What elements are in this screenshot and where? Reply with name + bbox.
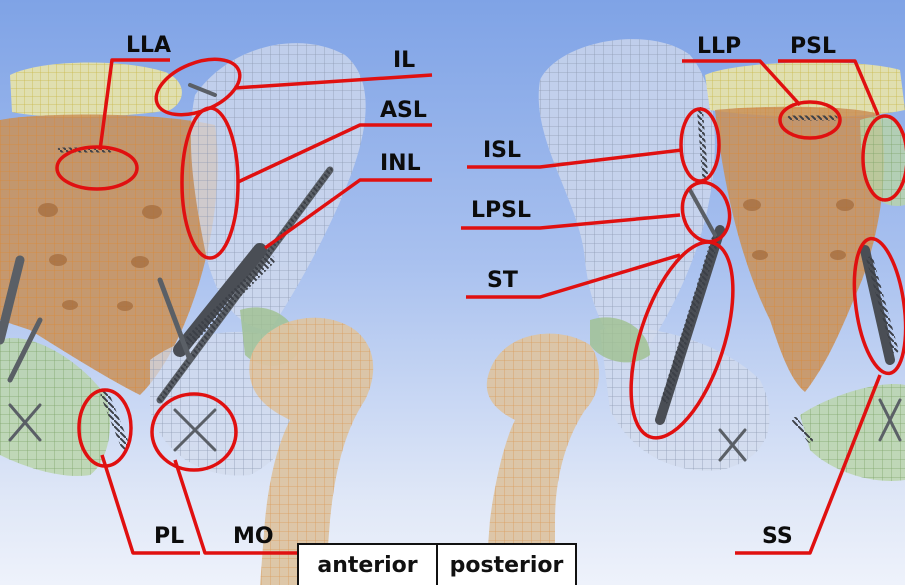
view-label-anterior: anterior [299, 545, 436, 585]
view-caption-box: anterior posterior [297, 543, 577, 585]
label-lpsl: LPSL [471, 200, 531, 222]
label-st: ST [487, 270, 518, 292]
label-inl: INL [380, 153, 421, 175]
label-lla: LLA [126, 35, 171, 57]
label-asl: ASL [380, 100, 427, 122]
label-il: IL [393, 50, 415, 72]
label-isl: ISL [483, 140, 521, 162]
label-pl: PL [154, 526, 184, 548]
label-psl: PSL [790, 36, 836, 58]
label-llp: LLP [697, 36, 741, 58]
label-ss: SS [762, 526, 793, 548]
posterior-view [485, 39, 905, 585]
anterior-view [0, 43, 373, 585]
view-label-posterior: posterior [436, 545, 575, 585]
label-mo: MO [233, 526, 274, 548]
